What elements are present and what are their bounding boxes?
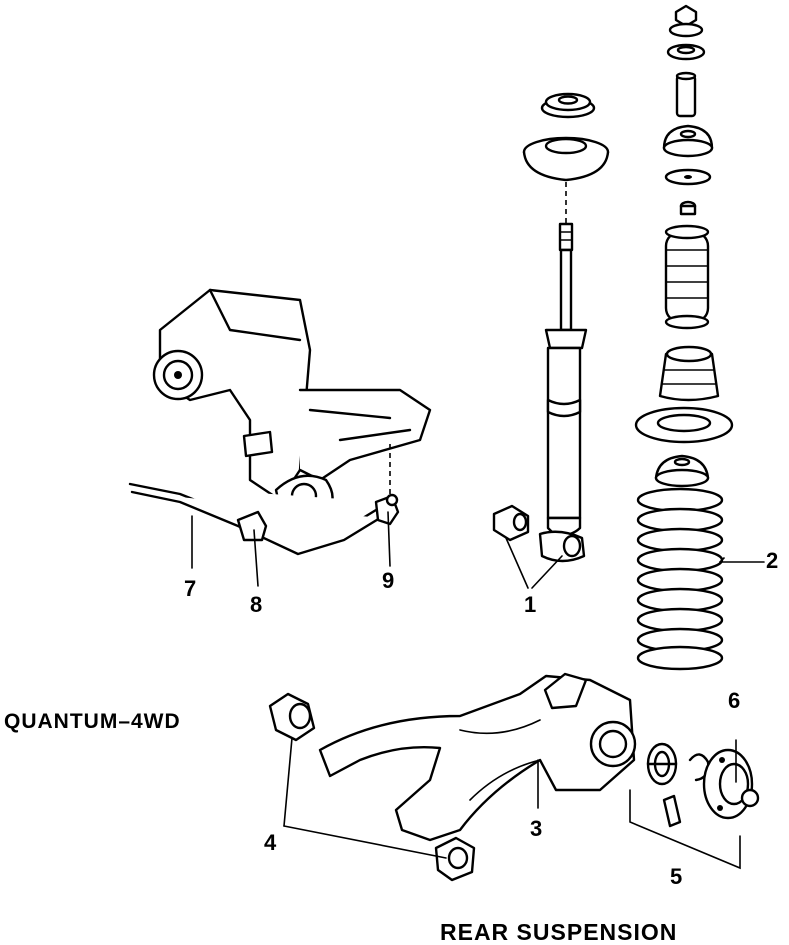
bearing-shim <box>662 794 682 828</box>
callout-2: 2 <box>766 548 778 573</box>
shock-absorber <box>492 222 588 563</box>
leader-lines <box>191 511 765 870</box>
callout-7: 7 <box>184 576 196 601</box>
stabilizer-bushing <box>236 510 268 542</box>
wheel-bearing <box>646 742 678 786</box>
callout-4: 4 <box>264 830 277 855</box>
callout-3: 3 <box>530 816 542 841</box>
spring-seat <box>634 406 734 488</box>
coil-spring <box>636 487 724 671</box>
trailing-arm-bushing-lower <box>434 836 476 882</box>
dust-boot <box>658 345 720 402</box>
stabilizer-link <box>374 493 400 526</box>
strut-mount-assembly <box>522 92 610 225</box>
spring-top-hardware <box>662 4 714 216</box>
callout-6: 6 <box>728 688 740 713</box>
callout-9: 9 <box>382 568 394 593</box>
callout-1: 1 <box>524 592 536 617</box>
trailing-arm-bushing-upper <box>268 692 316 742</box>
model-label: QUANTUM–4WD <box>4 710 181 733</box>
diagram-caption: REAR SUSPENSION <box>440 919 677 945</box>
rear-subframe <box>152 288 432 518</box>
trailing-arm <box>318 672 637 842</box>
bump-stop <box>664 224 710 330</box>
wheel-hub <box>702 748 760 820</box>
callout-8: 8 <box>250 592 262 617</box>
callout-5: 5 <box>670 864 682 889</box>
snap-ring <box>688 753 710 782</box>
